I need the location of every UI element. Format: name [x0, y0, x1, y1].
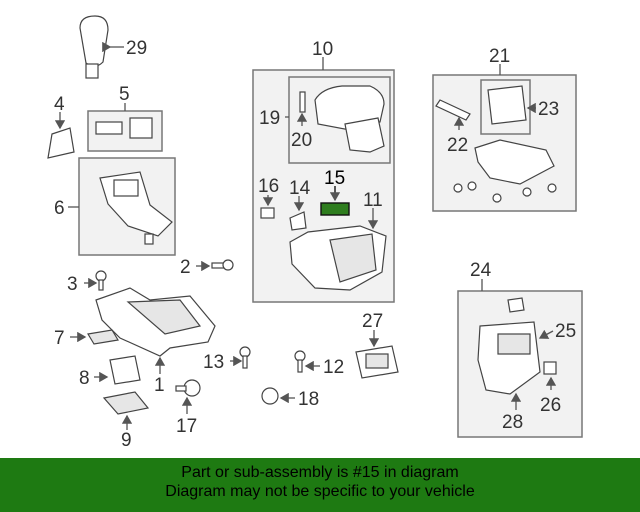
- part-22-strip[interactable]: [435, 99, 471, 121]
- callout-12: 12: [323, 357, 344, 378]
- banner-line-part: Part or sub-assembly is #15 in diagram: [181, 464, 459, 481]
- callout-23: 23: [538, 99, 559, 120]
- part-8-bracket[interactable]: [109, 355, 141, 385]
- part-23-bezel[interactable]: [487, 85, 527, 125]
- callout-5: 5: [119, 84, 130, 105]
- callout-13: 13: [203, 352, 224, 373]
- part-27-module[interactable]: [355, 345, 399, 379]
- callout-11: 11: [363, 190, 383, 211]
- callout-26: 26: [540, 395, 561, 416]
- callout-6: 6: [54, 198, 65, 219]
- callout-18: 18: [298, 389, 319, 410]
- callout-15: 15: [324, 168, 345, 189]
- exploded-parts-diagram: 29 5 4 6 10 19 20 15 16 14 11 21 23 22 3…: [47, 15, 583, 451]
- callout-8: 8: [79, 368, 90, 389]
- callout-17: 17: [176, 416, 197, 437]
- callout-21: 21: [489, 46, 510, 67]
- callout-29: 29: [126, 38, 147, 59]
- part-7-pad[interactable]: [87, 329, 119, 345]
- part-29-shift-knob[interactable]: [79, 15, 109, 79]
- part-11-console-box[interactable]: [289, 225, 387, 291]
- callout-22: 22: [447, 135, 468, 156]
- part-18-grommet[interactable]: [261, 387, 279, 405]
- callout-14: 14: [289, 178, 311, 199]
- part-25-bezel-panel[interactable]: [477, 297, 541, 395]
- callout-1: 1: [154, 375, 165, 396]
- part-15-highlighted[interactable]: [320, 202, 350, 216]
- callout-27: 27: [362, 311, 383, 332]
- callout-labels: 29 5 4 6 10 19 20 15 16 14 11 21 23 22 3…: [54, 38, 576, 451]
- callout-7: 7: [54, 328, 65, 349]
- part-12-bolt[interactable]: [294, 350, 306, 373]
- part-2-bolt[interactable]: [211, 259, 234, 271]
- part-19-armrest-lid[interactable]: [314, 85, 385, 153]
- part-16-clip[interactable]: [260, 207, 275, 219]
- part-3-screw[interactable]: [95, 270, 107, 291]
- part-20-pin[interactable]: [299, 91, 306, 113]
- part-17-knob[interactable]: [175, 379, 201, 397]
- part-26-switch[interactable]: [543, 361, 557, 375]
- part-21-console-base[interactable]: [453, 139, 557, 203]
- info-banner: Part or sub-assembly is #15 in diagram D…: [0, 458, 640, 512]
- part-6-console-panel[interactable]: [99, 171, 173, 245]
- callout-20: 20: [291, 130, 312, 151]
- callout-24: 24: [470, 260, 492, 281]
- part-1-console-frame[interactable]: [95, 287, 216, 357]
- part-4-trim-piece[interactable]: [47, 127, 75, 159]
- callout-3: 3: [67, 274, 78, 295]
- callout-16: 16: [258, 176, 279, 197]
- callout-10: 10: [312, 39, 333, 60]
- callout-9: 9: [121, 430, 132, 451]
- callout-4: 4: [54, 94, 65, 115]
- callout-25: 25: [555, 321, 576, 342]
- part-13-bolt[interactable]: [239, 346, 251, 369]
- callout-19: 19: [259, 108, 280, 129]
- callout-28: 28: [502, 412, 523, 433]
- part-9-plate[interactable]: [102, 391, 150, 415]
- callout-2: 2: [180, 257, 191, 278]
- banner-line-disclaimer: Diagram may not be specific to your vehi…: [165, 483, 475, 500]
- part-14-bracket[interactable]: [289, 211, 307, 231]
- part-5-switch-panel[interactable]: [95, 117, 153, 139]
